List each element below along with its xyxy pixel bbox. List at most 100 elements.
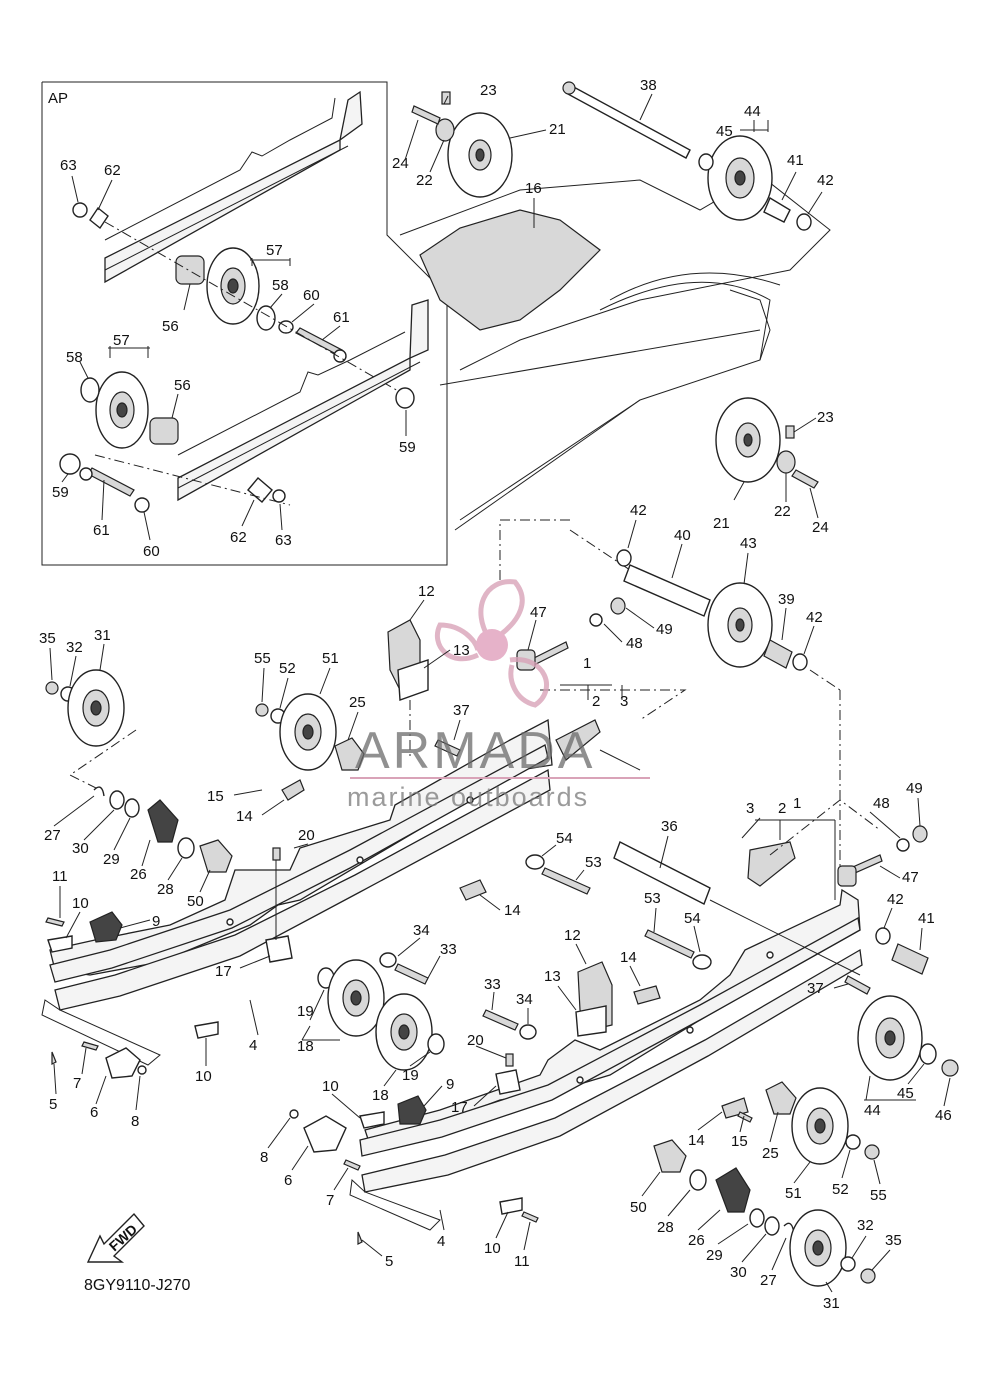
washer-8-left [137, 1065, 147, 1075]
callout-label: 61 [93, 522, 110, 539]
inset-plate-62-lower [247, 477, 273, 503]
callout-label: 24 [812, 519, 829, 536]
inset-ap: AP [41, 81, 448, 566]
link-2-top [555, 719, 601, 761]
inset-washer-60-upper [278, 320, 294, 334]
inset-upper-rail [104, 90, 363, 284]
washer-34-left [379, 952, 397, 968]
inset-collar-56-upper [175, 255, 205, 285]
inset-bearing-58-lower [80, 377, 100, 403]
callout-label: 29 [706, 1247, 723, 1264]
cross-shaft-36 [613, 841, 861, 976]
screw-5-left [51, 1051, 57, 1065]
slider-14-left [281, 779, 305, 801]
shaft-38 [565, 84, 691, 159]
callout-label: 28 [657, 1219, 674, 1236]
callout-label: 18 [372, 1087, 389, 1104]
callout-label: 4 [249, 1037, 257, 1054]
washer-42-right [875, 927, 891, 945]
callout-labels: 23 24 22 21 38 44 45 41 42 16 23 22 24 2… [39, 77, 952, 1312]
callout-label: 45 [897, 1085, 914, 1102]
callout-label: 8 [131, 1113, 139, 1130]
callout-label: 21 [713, 515, 730, 532]
callout-label: 62 [104, 162, 121, 179]
grease-nipple-23-top [441, 91, 451, 105]
callout-label: 49 [656, 621, 673, 638]
callout-label: 14 [620, 949, 637, 966]
callout-label: 10 [72, 895, 89, 912]
callout-label: 5 [385, 1253, 393, 1270]
callout-label: 14 [504, 902, 521, 919]
grease-nipple-23-right [785, 425, 795, 439]
callout-label: 10 [322, 1078, 339, 1095]
link-2-right [747, 841, 796, 887]
washer-48-top [589, 613, 603, 627]
callout-label: 1 [583, 655, 591, 672]
callout-label: 1 [793, 795, 801, 812]
inset-bolt-61-lower [87, 467, 135, 497]
slider-14-right [633, 985, 661, 1005]
bolt-33-left [394, 963, 429, 985]
callout-label: 6 [284, 1172, 292, 1189]
collar-50-left [199, 839, 233, 873]
arm-26-right [715, 1167, 751, 1213]
callout-label: 32 [857, 1217, 874, 1234]
callout-label: 21 [549, 121, 566, 138]
callout-label: 25 [762, 1145, 779, 1162]
callout-label: 17 [215, 963, 232, 980]
watermark-brand: ARMADA [355, 722, 595, 780]
track-assembly [399, 174, 831, 531]
callout-label: 59 [399, 439, 416, 456]
clip-10-left-a [47, 935, 73, 953]
callout-label: 8 [260, 1149, 268, 1166]
stopper-9-left [89, 911, 123, 943]
bracket-13-left [397, 659, 429, 701]
callout-label: 46 [935, 1107, 952, 1124]
callout-label: 63 [275, 532, 292, 549]
callout-label: 26 [688, 1232, 705, 1249]
nut-49-top [610, 597, 626, 615]
callout-label: 23 [480, 82, 497, 99]
callout-label: 28 [157, 881, 174, 898]
callout-label: 11 [52, 868, 68, 885]
callout-label: 9 [446, 1076, 454, 1093]
bolt-53-top [541, 867, 591, 895]
callout-label: 37 [807, 980, 824, 997]
link-assembly-top [540, 684, 687, 771]
watermark-tagline: marine outboards [347, 782, 589, 812]
callout-label: 62 [230, 529, 247, 546]
front-parts-right [289, 1095, 539, 1245]
callout-label: 52 [832, 1181, 849, 1198]
callout-label: 54 [556, 830, 573, 847]
bracket-13-right [575, 1005, 607, 1037]
bearing-28-left [177, 837, 195, 859]
callout-label: 59 [52, 484, 69, 501]
left-slide-rail [41, 718, 553, 1066]
bearing-28-right [689, 1169, 707, 1191]
callout-label: 20 [298, 827, 315, 844]
callout-label: 50 [630, 1199, 647, 1216]
rivet-15-right [737, 1111, 753, 1123]
washer-54-top [525, 854, 545, 870]
callout-label: 27 [44, 827, 61, 844]
callout-label: 29 [103, 851, 120, 868]
callout-label: 61 [333, 309, 350, 326]
callout-label: 2 [592, 693, 600, 710]
callout-label: 31 [94, 627, 111, 644]
callout-label: 13 [453, 642, 470, 659]
washer-42-mid [616, 549, 632, 567]
callout-label: 57 [113, 332, 130, 349]
leader-lines [49, 93, 951, 1293]
callout-label: 42 [630, 502, 647, 519]
callout-label: 22 [416, 172, 433, 189]
callout-label: 10 [195, 1068, 212, 1085]
callout-label: 32 [66, 639, 83, 656]
callout-label: 56 [174, 377, 191, 394]
arm-26-left [147, 799, 179, 843]
bearing-45-right [919, 1043, 937, 1065]
callout-label: 55 [254, 650, 271, 667]
callout-label: 14 [236, 808, 253, 825]
callout-label: 30 [72, 840, 89, 857]
inset-title: AP [48, 90, 68, 107]
washer-30-left [109, 790, 125, 810]
